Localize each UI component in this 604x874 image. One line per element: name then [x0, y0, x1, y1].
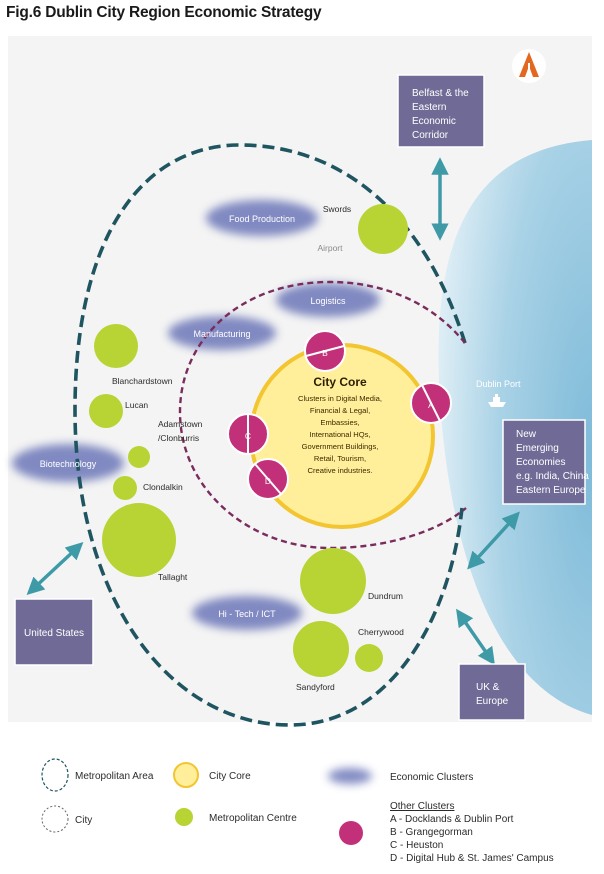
- svg-text:A: A: [428, 400, 434, 410]
- cluster-food-production: [206, 200, 318, 236]
- svg-text:New: New: [516, 429, 537, 440]
- box-belfast: Belfast & the Eastern Economic Corridor: [397, 74, 485, 148]
- label-biotechnology: Biotechnology: [40, 459, 97, 469]
- logo-icon: [512, 49, 546, 83]
- label-lucan: Lucan: [125, 400, 148, 410]
- label-dublin-port: Dublin Port: [476, 379, 521, 389]
- centre-dundrum: [300, 548, 366, 614]
- svg-text:Economies: Economies: [516, 457, 565, 468]
- city-core-line-7: Creative industries.: [308, 466, 373, 475]
- legend-metro-area: Metropolitan Area: [75, 771, 154, 782]
- legend-metro-area-symbol: [41, 758, 69, 792]
- label-food-production: Food Production: [229, 214, 295, 224]
- label-adamstown-1: Adamstown: [158, 419, 203, 429]
- svg-text:United States: United States: [24, 628, 84, 639]
- label-cherrywood: Cherrywood: [358, 627, 404, 637]
- svg-text:e.g. India, China &: e.g. India, China &: [516, 471, 599, 482]
- city-core-line-4: International HQs,: [309, 430, 370, 439]
- label-dundrum: Dundrum: [368, 591, 403, 601]
- label-adamstown-2: /Clonburris: [158, 433, 199, 443]
- svg-text:Eastern Europe: Eastern Europe: [516, 485, 586, 496]
- svg-text:UK &: UK &: [476, 682, 500, 693]
- svg-text:Emerging: Emerging: [516, 443, 559, 454]
- legend-metro-centre-symbol: [175, 808, 193, 826]
- centre-cherrywood: [355, 644, 383, 672]
- city-boundary: [178, 280, 467, 550]
- centre-adamstown: [128, 446, 150, 468]
- box-uk-europe: UK & Europe: [458, 663, 526, 721]
- label-airport: Airport: [317, 243, 343, 253]
- other-cluster-d: D: [247, 458, 289, 500]
- box-emerging-economies: New Emerging Economies e.g. India, China…: [502, 419, 599, 505]
- city-core-line-5: Government Buildings,: [302, 442, 379, 451]
- cluster-logistics: [276, 283, 380, 317]
- label-swords: Swords: [323, 204, 351, 214]
- city-core-line-3: Embassies,: [320, 418, 359, 427]
- centre-sandyford: [293, 621, 349, 677]
- city-core-title: City Core: [313, 375, 367, 389]
- legend-other-clusters-symbol: [339, 821, 363, 845]
- centre-tallaght: [102, 503, 176, 577]
- legend-other-cluster-d: D - Digital Hub & St. James' Campus: [390, 853, 554, 864]
- legend-city-core: City Core: [209, 771, 251, 782]
- svg-text:Corridor: Corridor: [412, 130, 449, 141]
- legend: Metropolitan Area City City Core Metropo…: [41, 758, 554, 864]
- legend-other-clusters-title: Other Clusters: [390, 801, 454, 812]
- legend-city: City: [75, 815, 92, 826]
- city-core-line-6: Retail, Tourism,: [314, 454, 366, 463]
- metropolitan-area-boundary: [73, 143, 467, 727]
- ship-icon: [488, 394, 506, 407]
- other-cluster-b: B: [304, 330, 346, 372]
- legend-economic-clusters: Economic Clusters: [390, 772, 473, 783]
- svg-text:Europe: Europe: [476, 696, 509, 707]
- other-cluster-a: A: [410, 382, 452, 424]
- city-core-line-1: Clusters in Digital Media,: [298, 394, 382, 403]
- legend-economic-clusters-symbol: [328, 768, 372, 784]
- svg-text:Eastern: Eastern: [412, 102, 446, 113]
- label-manufacturing: Manufacturing: [193, 329, 250, 339]
- city-core-line-2: Financial & Legal,: [310, 406, 370, 415]
- arrow-us: [26, 542, 84, 595]
- legend-city-symbol: [41, 805, 69, 833]
- centre-swords: [358, 204, 408, 254]
- legend-other-cluster-a: A - Docklands & Dublin Port: [390, 814, 514, 825]
- svg-text:Economic: Economic: [412, 116, 456, 127]
- centre-lucan: [89, 394, 123, 428]
- legend-city-core-symbol: [173, 762, 199, 788]
- legend-metro-centre: Metropolitan Centre: [209, 813, 297, 824]
- label-tallaght: Tallaght: [158, 572, 188, 582]
- label-hi-tech: Hi - Tech / ICT: [218, 609, 276, 619]
- svg-text:B: B: [322, 348, 328, 358]
- arrow-emerging: [467, 511, 520, 570]
- centre-blanchardstown: [94, 324, 138, 368]
- cluster-manufacturing: [168, 316, 276, 350]
- label-logistics: Logistics: [310, 296, 346, 306]
- legend-other-cluster-b: B - Grangegorman: [390, 827, 473, 838]
- cluster-hi-tech: [192, 596, 302, 630]
- box-united-states: United States: [14, 598, 94, 666]
- svg-text:C: C: [245, 431, 251, 441]
- label-sandyford: Sandyford: [296, 682, 335, 692]
- label-blanchardstown: Blanchardstown: [112, 376, 173, 386]
- page-title: Fig.6 Dublin City Region Economic Strate…: [6, 4, 322, 21]
- arrow-uk: [456, 608, 495, 666]
- svg-text:D: D: [265, 476, 271, 486]
- legend-other-cluster-c: C - Heuston: [390, 840, 443, 851]
- other-cluster-c: C: [227, 413, 269, 455]
- label-clondalkin: Clondalkin: [143, 482, 183, 492]
- cluster-biotechnology: [12, 444, 124, 482]
- centre-clondalkin: [113, 476, 137, 500]
- svg-text:Belfast & the: Belfast & the: [412, 88, 469, 99]
